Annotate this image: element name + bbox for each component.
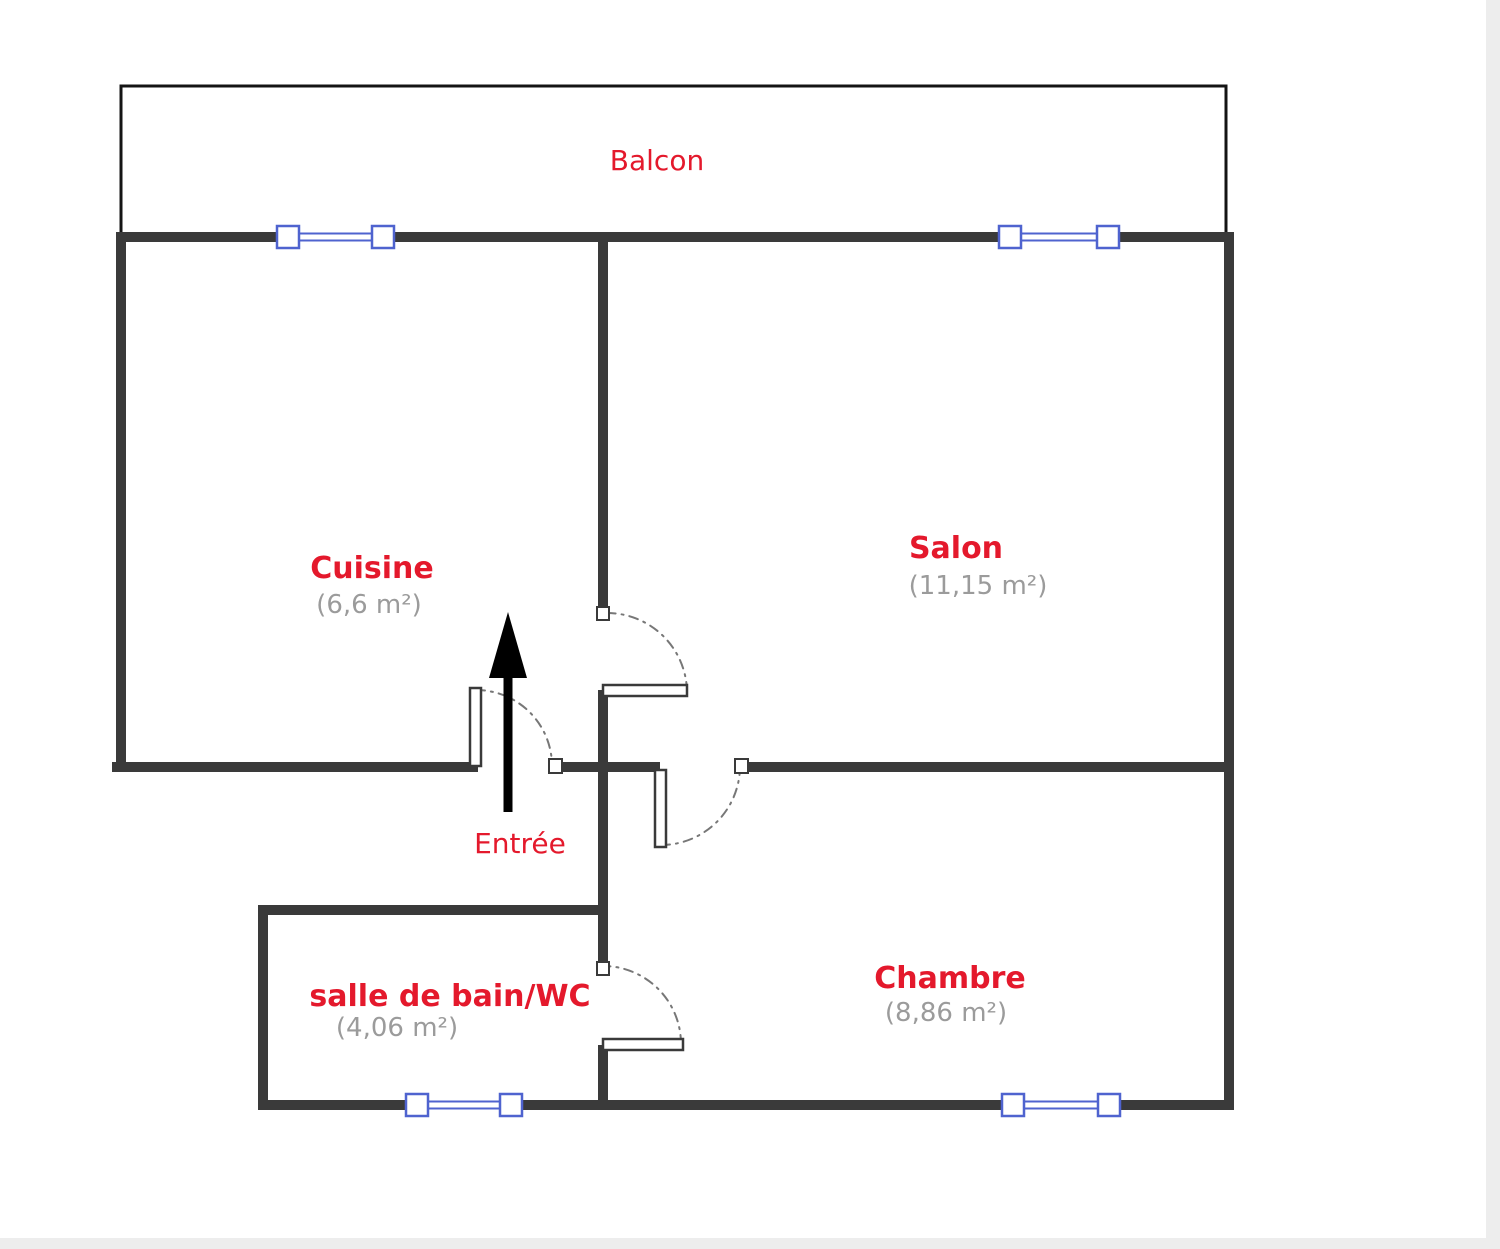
door-arcs	[475, 611, 741, 1045]
room-label-cuisine: Cuisine	[310, 551, 434, 586]
window-frame-square	[1096, 1092, 1122, 1118]
room-area-labels: (6,6 m²) (11,15 m²) (4,06 m²) (8,86 m²)	[316, 571, 1047, 1043]
door-stop-marker	[596, 606, 610, 621]
wall-segment-divider-lower	[598, 1045, 608, 1110]
window-frame-square	[1000, 1092, 1026, 1118]
walls	[112, 232, 1234, 1110]
window-frame-square	[498, 1092, 524, 1118]
wall-segment-bath-top	[258, 905, 608, 915]
wall-segment-divider-upper	[598, 232, 608, 618]
wall-segment-left	[116, 232, 126, 772]
window-icon	[275, 224, 396, 250]
room-area-bathroom: (4,06 m²)	[336, 1013, 458, 1043]
door-stop-marker	[734, 758, 749, 774]
door-swing-arc-entrance	[475, 689, 553, 767]
door-leaf-salon	[601, 683, 689, 698]
wall-segment-mid-right	[742, 762, 1234, 772]
page-edge-bottom	[0, 1238, 1500, 1249]
balcony-label: Balcon	[610, 144, 704, 177]
balcony-outline	[119, 84, 1228, 238]
door-swing-arc-chambre	[660, 765, 741, 846]
door-leaves	[468, 683, 689, 1052]
windows	[275, 224, 1122, 1118]
door-swing-arc-salon	[605, 611, 688, 692]
room-area-cuisine: (6,6 m²)	[316, 590, 422, 620]
wall-segment-bottom	[258, 1100, 1234, 1110]
door-leaf-bathroom	[601, 1037, 685, 1052]
door-leaf-entrance	[468, 686, 483, 768]
window-icon	[404, 1092, 524, 1118]
room-label-chambre: Chambre	[874, 961, 1026, 996]
room-area-salon: (11,15 m²)	[909, 571, 1048, 601]
page-edge-right	[1486, 0, 1500, 1249]
wall-segment-mid-left	[112, 762, 478, 772]
entrance-label: Entrée	[474, 827, 566, 860]
room-name-labels: Cuisine Salon salle de bain/WC Chambre B…	[309, 144, 1025, 1014]
window-frame-square	[404, 1092, 430, 1118]
window-frame-square	[275, 224, 301, 250]
balcony-rect	[119, 84, 1228, 238]
wall-segment-bath-left	[258, 905, 268, 1110]
arrow-head	[489, 612, 527, 678]
wall-segment-divider-mid	[598, 690, 608, 970]
room-label-salon: Salon	[909, 531, 1003, 566]
window-frame-square	[997, 224, 1023, 250]
room-area-chambre: (8,86 m²)	[885, 998, 1007, 1028]
window-frame-square	[1095, 224, 1121, 250]
window-frame-square	[370, 224, 396, 250]
wall-segment-right	[1224, 232, 1234, 1110]
wall-segment-top	[116, 232, 1234, 242]
door-stop-marker	[548, 758, 563, 774]
door-stops	[548, 606, 749, 976]
door-leaf-chambre	[653, 768, 668, 849]
window-icon	[1000, 1092, 1122, 1118]
door-stop-marker	[596, 961, 610, 976]
arrow-shaft	[503, 670, 513, 812]
entrance-arrow-icon	[489, 612, 527, 812]
room-label-bathroom: salle de bain/WC	[309, 979, 590, 1014]
window-icon	[997, 224, 1121, 250]
door-swing-arc-bathroom	[602, 965, 682, 1045]
